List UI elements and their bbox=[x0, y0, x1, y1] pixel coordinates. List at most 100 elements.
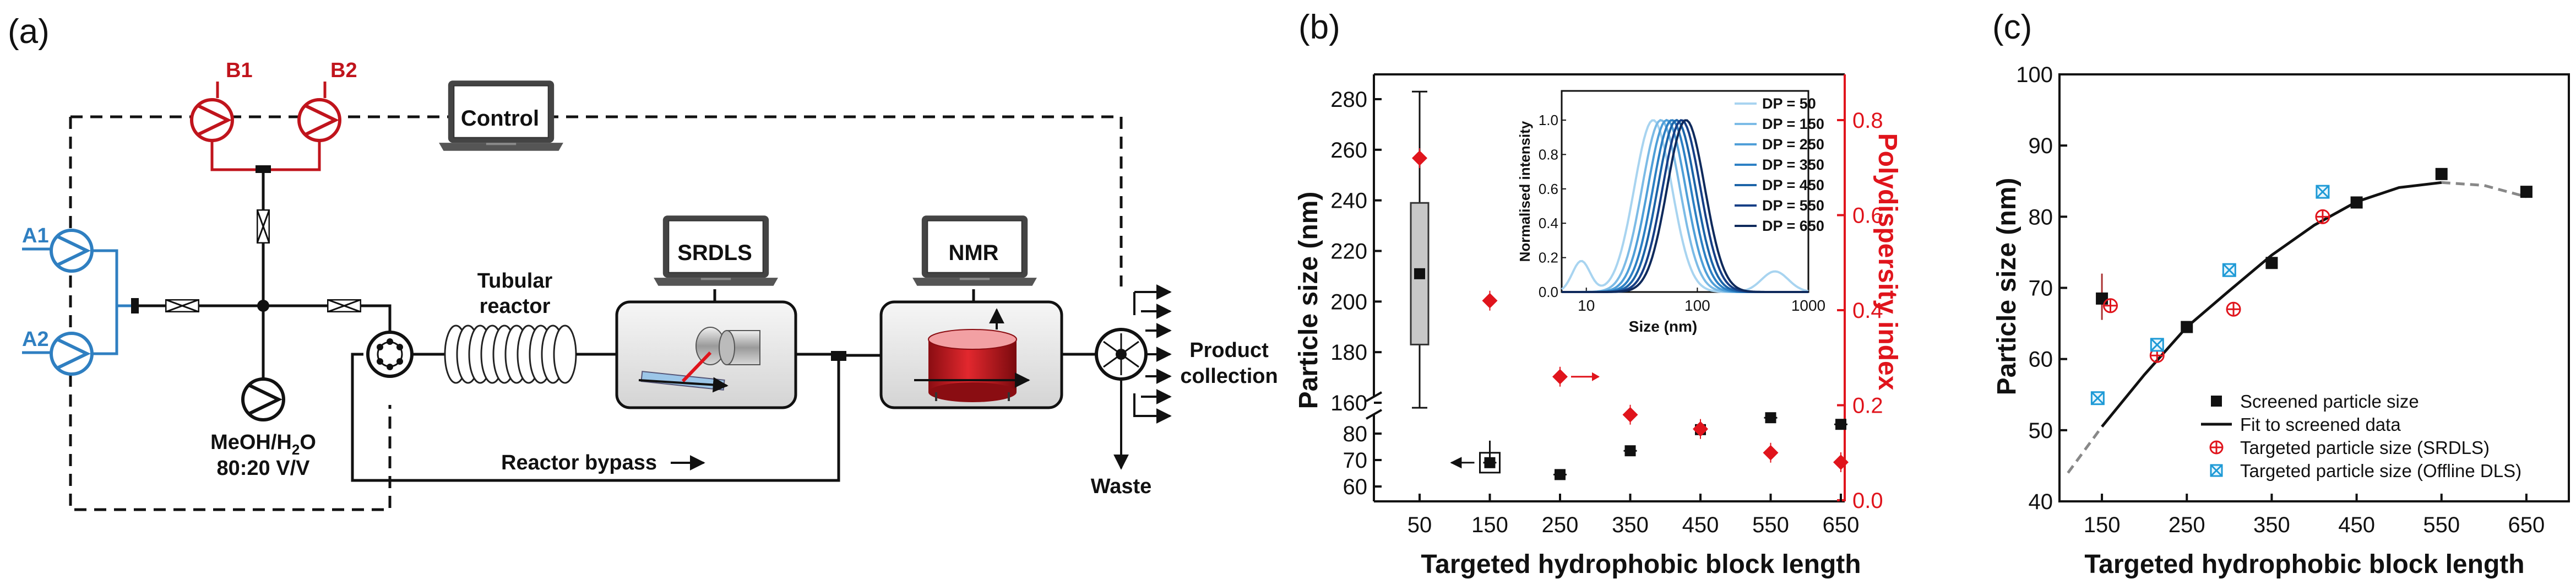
screened-point bbox=[2435, 167, 2448, 180]
fit-extrapolation-high bbox=[2441, 181, 2527, 198]
panel-b-xtick-label: 650 bbox=[1823, 513, 1860, 537]
srdls-label: SRDLS bbox=[677, 241, 752, 265]
inset-ytick-label: 0.4 bbox=[1539, 215, 1558, 231]
product-label-line1: Product bbox=[1189, 339, 1269, 362]
selection-valve bbox=[351, 331, 840, 482]
inset-legend-label: DP = 150 bbox=[1762, 116, 1824, 132]
inset-ytick-label: 0.8 bbox=[1539, 146, 1558, 163]
inset-xlabel: Size (nm) bbox=[1629, 318, 1697, 335]
size-point bbox=[1624, 445, 1636, 457]
panel-c-ytick-label: 50 bbox=[2029, 419, 2053, 443]
panel-b-letter: (b) bbox=[1298, 8, 1340, 46]
panel-c-xtick-label: 250 bbox=[2169, 513, 2205, 537]
legend-marker-srdls-cross bbox=[2210, 441, 2222, 453]
inset-legend-label: DP = 450 bbox=[1762, 177, 1824, 193]
check-valve-b bbox=[257, 209, 270, 244]
inset-legend-label: DP = 650 bbox=[1762, 218, 1824, 234]
screened-point bbox=[2350, 196, 2363, 209]
screened-point bbox=[2096, 292, 2108, 305]
panel-c-ylabel: Particle size (nm) bbox=[1992, 178, 2021, 396]
screened-point bbox=[2520, 186, 2532, 198]
panel-a-flow-diagram: (a) Control B1 B2 bbox=[8, 13, 1278, 511]
inset-ylabel: Normalised intensity bbox=[1517, 121, 1533, 262]
panel-c-letter: (c) bbox=[1992, 8, 2032, 46]
inset-legend-label: DP = 250 bbox=[1762, 136, 1824, 153]
inset-curve bbox=[1561, 119, 1809, 293]
panel-b-ytick-label: 200 bbox=[1330, 290, 1367, 314]
panel-c-ytick-label: 80 bbox=[2029, 205, 2053, 229]
panel-b-y2tick-label: 0.0 bbox=[1852, 489, 1883, 513]
srdls-point-cross bbox=[2227, 302, 2241, 316]
panel-c-ytick-label: 60 bbox=[2029, 348, 2053, 372]
panel-b-xtick-label: 350 bbox=[1612, 513, 1649, 537]
panel-b-xtick-label: 450 bbox=[1682, 513, 1719, 537]
waste-label: Waste bbox=[1091, 475, 1152, 498]
check-valve-mix bbox=[327, 299, 361, 312]
solvent-ratio: 80:20 V/V bbox=[217, 457, 311, 480]
inset-xtick-label: 10 bbox=[1578, 297, 1595, 314]
inset-legend-label: DP = 550 bbox=[1762, 197, 1824, 214]
pump-solvent: MeOH/H2O 80:20 V/V bbox=[210, 377, 316, 480]
pdi-point bbox=[1693, 421, 1708, 437]
tubular-reactor: Tubular reactor bbox=[444, 269, 617, 384]
pdi-point bbox=[1763, 445, 1779, 461]
size-point bbox=[1555, 469, 1566, 480]
panel-b-y2tick-label: 0.2 bbox=[1852, 394, 1883, 418]
legend-marker-dls-cross bbox=[2210, 464, 2223, 477]
bypass-label: Reactor bypass bbox=[501, 451, 657, 474]
panel-b-ytick-label: 240 bbox=[1330, 189, 1367, 213]
pdi-point bbox=[1833, 455, 1849, 470]
dls-point-cross bbox=[2222, 263, 2236, 277]
panel-c-chart: (c) Targeted hydrophobic block length Pa… bbox=[1992, 8, 2570, 579]
b-junction bbox=[256, 165, 271, 173]
panel-b-xtick-label: 250 bbox=[1542, 513, 1579, 537]
panel-b-chart: (b) Targeted hydrophobic block length Pa… bbox=[1294, 8, 1902, 579]
inset-legend-label: DP = 350 bbox=[1762, 156, 1824, 173]
dls-point-cross bbox=[2091, 391, 2105, 405]
panel-c-xtick-label: 450 bbox=[2338, 513, 2375, 537]
check-valve-a bbox=[165, 299, 199, 312]
size-point-150-box bbox=[1479, 452, 1501, 474]
panel-b-y2tick-label: 0.6 bbox=[1852, 204, 1883, 228]
panel-b-xtick-label: 50 bbox=[1407, 513, 1432, 537]
panel-b-ytick-label: 180 bbox=[1330, 340, 1367, 365]
a-junction bbox=[131, 298, 139, 313]
panel-b-xtick-label: 550 bbox=[1752, 513, 1789, 537]
panel-b-ytick-label: 220 bbox=[1330, 240, 1367, 264]
inset-curve bbox=[1562, 119, 1808, 293]
panel-b-y2tick-label: 0.8 bbox=[1852, 109, 1883, 133]
inset-ytick-label: 0.0 bbox=[1539, 284, 1558, 300]
panel-b-ytick-label: 60 bbox=[1343, 475, 1368, 499]
panel-c-xtick-label: 650 bbox=[2508, 513, 2545, 537]
panel-c-xtick-label: 150 bbox=[2084, 513, 2121, 537]
legend-label: Targeted particle size (Offline DLS) bbox=[2240, 461, 2521, 481]
panel-c-ytick-label: 70 bbox=[2029, 277, 2053, 301]
pdi-point bbox=[1552, 369, 1568, 385]
collection-valve: Product collection Waste bbox=[1091, 284, 1278, 498]
inset-ytick-label: 1.0 bbox=[1539, 112, 1558, 128]
control-signal-lines bbox=[69, 115, 1123, 511]
panel-b-ytick-label: 80 bbox=[1343, 422, 1368, 446]
pump-b2-label: B2 bbox=[330, 59, 357, 82]
reactor-bypass: Reactor bypass bbox=[501, 451, 705, 474]
solvent-label: MeOH/H2O bbox=[210, 431, 316, 458]
control-computer: Control bbox=[438, 80, 564, 152]
legend-label: Targeted particle size (SRDLS) bbox=[2240, 437, 2490, 458]
dls-point-cross bbox=[2150, 338, 2164, 352]
reactor-label-line2: reactor bbox=[480, 295, 551, 318]
panel-b-ylabel-left: Particle size (nm) bbox=[1294, 192, 1323, 409]
panel-b-marks bbox=[1410, 90, 1849, 480]
panel-c-xtick-label: 550 bbox=[2423, 513, 2460, 537]
panel-b-ytick-label: 160 bbox=[1330, 391, 1367, 415]
panel-a-letter: (a) bbox=[8, 13, 50, 51]
fit-line bbox=[2101, 181, 2442, 428]
panel-b-y2tick-label: 0.4 bbox=[1852, 299, 1883, 323]
pump-a2: A2 bbox=[22, 306, 118, 376]
panel-b-xlabel: Targeted hydrophobic block length bbox=[1421, 550, 1861, 579]
dls-point-cross bbox=[2316, 185, 2329, 199]
panel-b-ytick-label: 280 bbox=[1330, 88, 1367, 112]
pump-a1: A1 bbox=[22, 224, 132, 307]
